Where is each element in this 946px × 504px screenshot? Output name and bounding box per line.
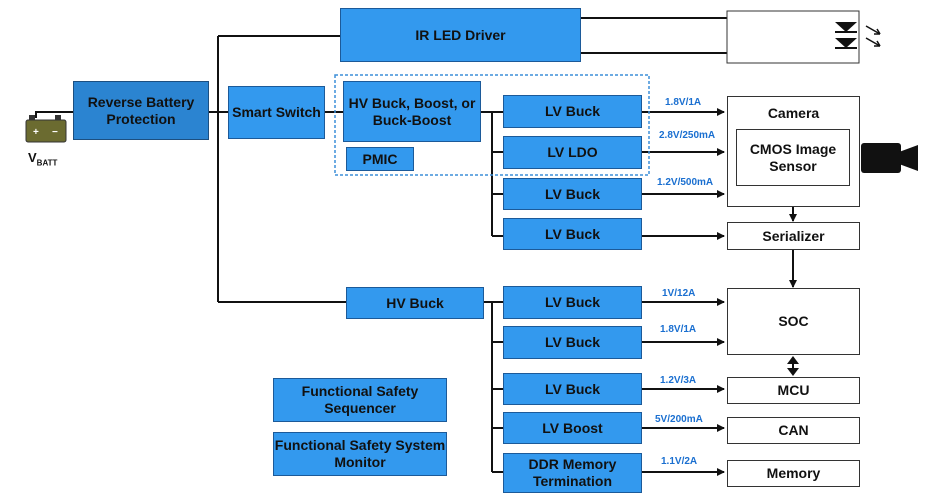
rail-label: 1.2V/500mA xyxy=(657,177,714,188)
lv-buck-block-3: LV Buck xyxy=(503,218,642,250)
vbatt-label: VBATT xyxy=(28,150,58,168)
hv-buck-block: HV Buck xyxy=(346,287,484,319)
serializer-block: Serializer xyxy=(727,222,860,250)
pmic-block: PMIC xyxy=(346,147,414,171)
rail-label: 1.2V/3A xyxy=(660,375,697,386)
lv-buck-block-4: LV Buck xyxy=(503,286,642,319)
camera-icon xyxy=(861,143,918,173)
lv-boost-block: LV Boost xyxy=(503,412,642,444)
ddr-memory-termination-block: DDR Memory Termination xyxy=(503,453,642,493)
lv-buck-block-1: LV Buck xyxy=(503,95,642,128)
memory-block: Memory xyxy=(727,460,860,487)
can-block: CAN xyxy=(727,417,860,444)
lv-buck-block-6: LV Buck xyxy=(503,373,642,405)
smart-switch-block: Smart Switch xyxy=(228,86,325,139)
hv-buck-boost-block: HV Buck, Boost, or Buck-Boost xyxy=(343,81,481,142)
functional-safety-system-monitor-block: Functional Safety System Monitor xyxy=(273,432,447,476)
functional-safety-sequencer-block: Functional Safety Sequencer xyxy=(273,378,447,422)
lv-buck-block-2: LV Buck xyxy=(503,178,642,210)
reverse-battery-protection-block: Reverse Battery Protection xyxy=(73,81,209,140)
soc-block: SOC xyxy=(727,288,860,355)
svg-text:−: − xyxy=(52,127,58,138)
rail-label: 1.8V/1A xyxy=(665,97,702,108)
rail-label: 2.8V/250mA xyxy=(659,130,716,141)
rail-label: 5V/200mA xyxy=(655,414,703,425)
battery-icon: + − xyxy=(25,115,67,143)
svg-text:+: + xyxy=(33,127,39,138)
ir-led-icon xyxy=(835,22,881,49)
cmos-image-sensor-block: CMOS Image Sensor xyxy=(736,129,850,186)
rail-label: 1V/12A xyxy=(662,288,696,299)
rail-label: 1.1V/2A xyxy=(661,456,698,467)
mcu-block: MCU xyxy=(727,377,860,404)
ir-led-driver-block: IR LED Driver xyxy=(340,8,581,62)
rail-label: 1.8V/1A xyxy=(660,324,697,335)
lv-ldo-block: LV LDO xyxy=(503,136,642,169)
lv-buck-block-5: LV Buck xyxy=(503,326,642,359)
